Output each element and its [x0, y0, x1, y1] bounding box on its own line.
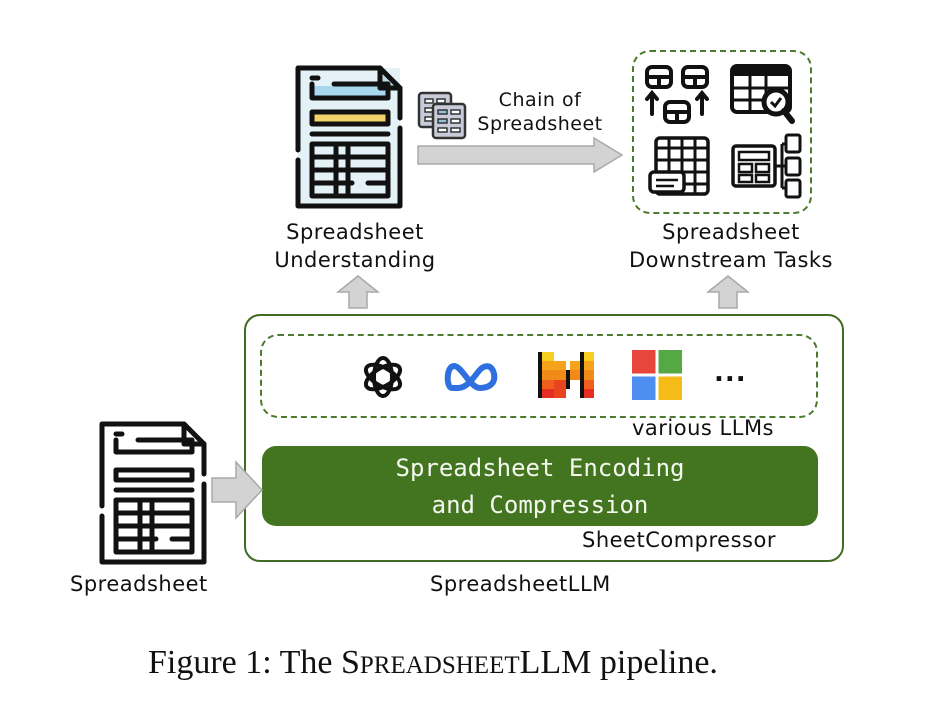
more-llms-ellipsis: ...	[714, 358, 747, 388]
spreadsheetllm-label: SpreadsheetLLM	[430, 572, 611, 596]
mistral-logo-icon	[538, 352, 594, 398]
chain-arrow	[417, 136, 624, 174]
chain-label-line2: Spreadsheet	[477, 113, 603, 135]
caption-prefix: Figure 1: The	[148, 644, 341, 681]
chain-of-spreadsheet-label: Chain of Spreadsheet	[470, 88, 610, 136]
spreadsheet-document-colored-icon	[295, 65, 403, 209]
up-arrow-understanding	[336, 275, 380, 309]
caption-llm: LLM	[519, 644, 592, 681]
various-llms-label: various LLMs	[632, 416, 774, 440]
chain-label-line1: Chain of	[498, 89, 582, 111]
llm-group-box	[260, 334, 818, 418]
table-search-icon	[730, 64, 795, 124]
table-merge-icon	[645, 65, 709, 124]
table-annotate-icon	[648, 136, 710, 196]
understanding-label-line2: Understanding	[274, 248, 436, 272]
figure-caption: Figure 1: The SPREADSHEETLLM pipeline.	[148, 644, 718, 682]
understanding-label-line1: Spreadsheet	[286, 220, 424, 244]
downstream-label-line1: Spreadsheet	[662, 220, 800, 244]
sheetcompressor-label: SheetCompressor	[582, 528, 776, 552]
downstream-tasks-box	[632, 50, 812, 214]
understanding-label: Spreadsheet Understanding	[262, 218, 448, 274]
caption-rest: pipeline.	[591, 644, 718, 681]
stacked-sheets-icon	[417, 91, 467, 140]
input-arrow	[211, 460, 264, 520]
caption-smallcaps: PREADSHEET	[359, 652, 520, 679]
downstream-label: Spreadsheet Downstream Tasks	[606, 218, 856, 274]
spreadsheet-input-label: Spreadsheet	[70, 572, 208, 596]
openai-logo-icon	[363, 356, 403, 398]
meta-logo-icon	[444, 363, 498, 391]
caption-s: S	[340, 644, 360, 681]
encoder-line1: Spreadsheet Encoding	[395, 454, 685, 482]
table-split-icon	[731, 133, 802, 199]
spreadsheet-document-icon	[99, 421, 207, 565]
downstream-label-line2: Downstream Tasks	[628, 248, 834, 272]
encoding-compression-box: Spreadsheet Encoding and Compression	[262, 446, 818, 526]
encoder-line2: and Compression	[431, 491, 649, 519]
spreadsheetllm-container	[244, 314, 844, 562]
up-arrow-downstream	[706, 275, 750, 309]
microsoft-logo-icon	[632, 350, 682, 400]
